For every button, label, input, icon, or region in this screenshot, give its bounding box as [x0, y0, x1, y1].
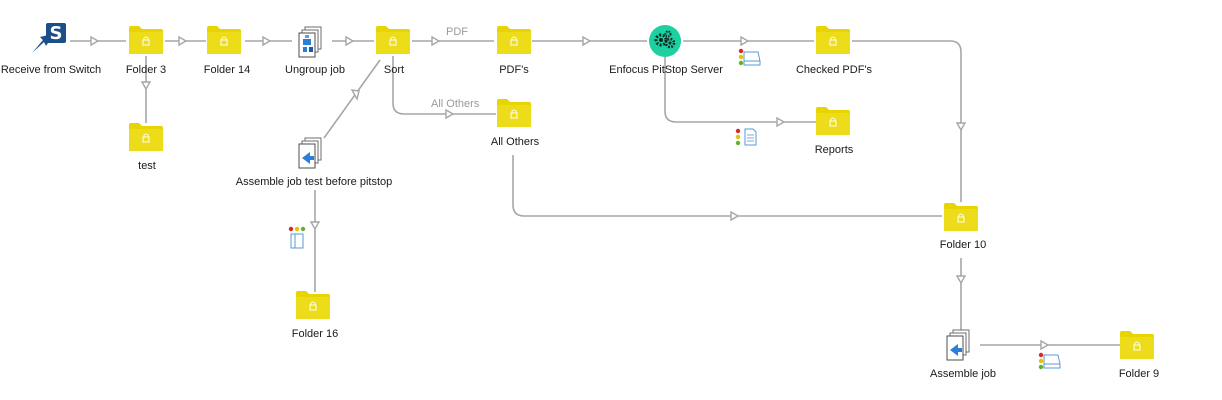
- sort-folder-icon[interactable]: [375, 25, 411, 55]
- arrow-down: [955, 275, 967, 285]
- node-label-assemble-job[interactable]: Assemble job: [929, 368, 997, 380]
- switch-logo-icon: S: [32, 23, 66, 53]
- all-others-folder-icon[interactable]: [496, 98, 532, 128]
- connection-label-pdf[interactable]: PDF: [446, 26, 468, 38]
- status-indicator-pitstop-checked: [738, 48, 761, 66]
- conn-pitstop-reports[interactable]: [664, 56, 816, 123]
- status-indicator-assemble-folder16: [288, 226, 306, 249]
- node-label-reports[interactable]: Reports: [814, 144, 854, 156]
- hold-icon: [290, 233, 304, 249]
- assemble-job-icon[interactable]: [946, 329, 970, 361]
- test-folder-icon[interactable]: [128, 122, 164, 152]
- arrow-diag: [350, 89, 360, 101]
- arrow-right: [776, 116, 786, 128]
- conn-checked-folder10[interactable]: [852, 40, 962, 202]
- node-label-test[interactable]: test: [138, 160, 156, 172]
- status-indicator-assemble-folder9: [1038, 352, 1061, 370]
- svg-text:S: S: [50, 23, 63, 44]
- arrow-right: [445, 108, 455, 120]
- pitstop-gear-icon[interactable]: [649, 25, 681, 57]
- node-label-pdfs[interactable]: PDF's: [499, 64, 529, 76]
- pdfs-folder-icon[interactable]: [496, 25, 532, 55]
- folder-14-icon[interactable]: [206, 25, 242, 55]
- arrow-right: [730, 210, 740, 222]
- node-label-ungroup[interactable]: Ungroup job: [285, 64, 345, 76]
- report-doc-icon: [744, 128, 757, 146]
- node-label-folder9[interactable]: Folder 9: [1118, 368, 1160, 380]
- arrow-right: [345, 35, 355, 47]
- node-label-receive[interactable]: Receive from Switch: [0, 64, 102, 76]
- hold-icon: [1043, 354, 1061, 369]
- arrow-right: [262, 35, 272, 47]
- status-indicator-pitstop-reports: [735, 128, 757, 146]
- arrow-right: [740, 35, 750, 47]
- assemble-job-test-icon[interactable]: [298, 137, 322, 169]
- node-label-checked-pdfs[interactable]: Checked PDF's: [795, 64, 873, 76]
- node-label-folder10[interactable]: Folder 10: [939, 239, 987, 251]
- folder-9-icon[interactable]: [1119, 330, 1155, 360]
- hold-icon: [743, 51, 761, 66]
- conn-sort-allothers[interactable]: [392, 56, 496, 115]
- folder-3-icon[interactable]: [128, 25, 164, 55]
- node-label-folder16[interactable]: Folder 16: [291, 328, 339, 340]
- arrow-down: [309, 221, 321, 231]
- conn-sort-assemble-test[interactable]: [323, 59, 381, 139]
- connection-label-all-others[interactable]: All Others: [431, 98, 480, 110]
- arrow-right: [1040, 339, 1050, 351]
- conn-allothers-folder10[interactable]: [512, 155, 942, 217]
- node-label-all-others[interactable]: All Others: [490, 136, 540, 148]
- checked-pdfs-folder-icon[interactable]: [815, 25, 851, 55]
- arrow-down: [955, 122, 967, 132]
- arrow-right: [178, 35, 188, 47]
- arrow-right: [431, 35, 441, 47]
- ungroup-job-icon[interactable]: [298, 26, 322, 58]
- reports-folder-icon[interactable]: [815, 106, 851, 136]
- node-label-folder3[interactable]: Folder 3: [125, 64, 167, 76]
- node-label-sort[interactable]: Sort: [383, 64, 405, 76]
- receive-from-switch-node[interactable]: S: [32, 23, 66, 53]
- arrow-right: [582, 35, 592, 47]
- node-label-pitstop[interactable]: Enfocus PitStop Server: [609, 64, 723, 76]
- node-label-assemble-test[interactable]: Assemble job test before pitstop: [235, 176, 393, 188]
- node-label-folder14[interactable]: Folder 14: [203, 64, 251, 76]
- connectors: [70, 40, 1120, 346]
- arrowheads: [90, 35, 1050, 351]
- arrow-down: [140, 81, 152, 91]
- arrow-right: [90, 35, 100, 47]
- folder-10-icon[interactable]: [943, 202, 979, 232]
- folder-16-icon[interactable]: [295, 290, 331, 320]
